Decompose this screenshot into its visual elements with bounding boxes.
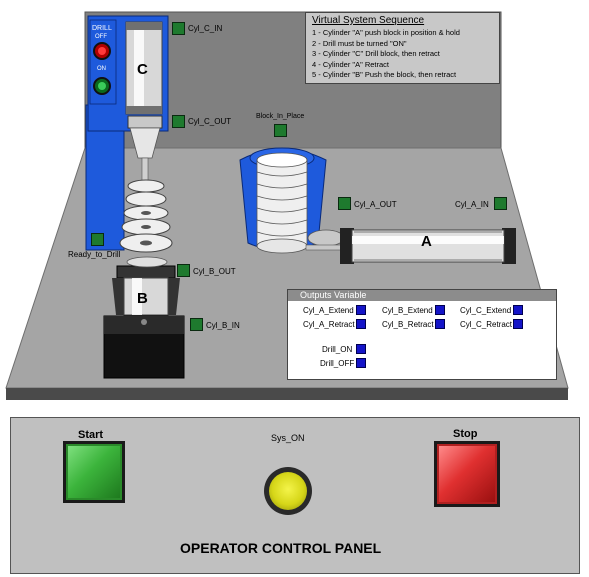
drill-off-button[interactable] (94, 43, 110, 59)
outputs-box: Outputs Variable (287, 289, 557, 380)
sequence-step: 3 - Cylinder "C" Drill block, then retra… (312, 49, 440, 58)
sys-on-lamp (264, 467, 312, 515)
panel-title: OPERATOR CONTROL PANEL (180, 540, 382, 556)
output-drill-on-label: Drill_ON (322, 345, 353, 354)
sensor-cyl-c-in (172, 22, 185, 35)
output-drill-on[interactable] (356, 344, 366, 354)
sensor-cyl-a-out (338, 197, 351, 210)
sensor-ready-to-drill-label: Ready_to_Drill (68, 250, 121, 259)
sensor-cyl-b-in-label: Cyl_B_IN (206, 321, 240, 330)
output-cyl-c-retract-label: Cyl_C_Retract (460, 320, 513, 329)
stop-button-face (437, 444, 497, 504)
sensor-cyl-a-in-label: Cyl_A_IN (455, 200, 489, 209)
sensor-block-in-place (274, 124, 287, 137)
output-cyl-b-extend-label: Cyl_B_Extend (382, 306, 433, 315)
cylinder-b-barrel (123, 277, 169, 316)
sensor-block-in-place-label: Block_In_Place (256, 113, 305, 120)
sequence-step: 5 - Cylinder "B" Push the block, then re… (312, 70, 457, 79)
sensor-cyl-b-out (177, 264, 190, 277)
cylinder-a-rod (305, 244, 343, 251)
sensor-ready-to-drill (91, 233, 104, 246)
stop-button[interactable] (434, 441, 500, 507)
output-drill-off[interactable] (356, 358, 366, 368)
start-label: Start (78, 429, 104, 441)
output-cyl-b-extend[interactable] (435, 305, 445, 315)
sequence-step: 1 - Cylinder "A" push block in position … (312, 28, 460, 37)
output-cyl-c-retract[interactable] (513, 319, 523, 329)
output-drill-off-label: Drill_OFF (320, 359, 355, 368)
drill-on-label: ON (97, 66, 106, 72)
output-cyl-b-retract-label: Cyl_B_Retract (382, 320, 434, 329)
start-button-face (66, 444, 122, 500)
drill-on-button[interactable] (94, 78, 110, 94)
sequence-step: 2 - Drill must be turned "ON" (312, 38, 407, 48)
sequence-title: Virtual System Sequence (312, 15, 425, 26)
output-cyl-c-extend[interactable] (513, 305, 523, 315)
sensor-cyl-b-out-label: Cyl_B_OUT (193, 267, 236, 276)
sys-on-lamp-glass (269, 472, 307, 510)
cylinder-a-label: A (421, 233, 432, 250)
sensor-cyl-c-out (172, 115, 185, 128)
output-cyl-a-retract[interactable] (356, 319, 366, 329)
cylinder-b-label: B (137, 290, 148, 307)
drill-cone (129, 127, 161, 159)
output-cyl-a-retract-label: Cyl_A_Retract (303, 320, 355, 329)
cylinder-b-head (116, 265, 176, 279)
drill-chuck (127, 115, 163, 129)
platform-edge (6, 388, 568, 400)
outputs-title: Outputs Variable (288, 290, 556, 301)
drill-off-label: OFF (95, 34, 107, 40)
start-button[interactable] (63, 441, 125, 503)
sensor-cyl-a-in (494, 197, 507, 210)
machine-scene: DRILL OFF ON C A B Cyl_C_IN Cyl_C_OUT Bl… (5, 11, 569, 400)
drill-label: DRILL (92, 25, 112, 32)
sequence-box: Virtual System Sequence 1 - Cylinder "A"… (305, 12, 500, 84)
sequence-step: 4 - Cylinder "A" Retract (312, 59, 390, 69)
cylinder-a-barrel (351, 229, 505, 263)
output-cyl-b-retract[interactable] (435, 319, 445, 329)
output-cyl-a-extend[interactable] (356, 305, 366, 315)
sensor-cyl-b-in (190, 318, 203, 331)
output-cyl-c-extend-label: Cyl_C_Extend (460, 306, 512, 315)
stop-label: Stop (453, 428, 478, 440)
output-cyl-a-extend-label: Cyl_A_Extend (303, 306, 354, 315)
sensor-cyl-c-in-label: Cyl_C_IN (188, 24, 223, 33)
sensor-cyl-c-out-label: Cyl_C_OUT (188, 117, 232, 126)
cylinder-c-label: C (137, 61, 148, 78)
sys-on-label: Sys_ON (271, 433, 305, 443)
sensor-cyl-a-out-label: Cyl_A_OUT (354, 200, 397, 209)
